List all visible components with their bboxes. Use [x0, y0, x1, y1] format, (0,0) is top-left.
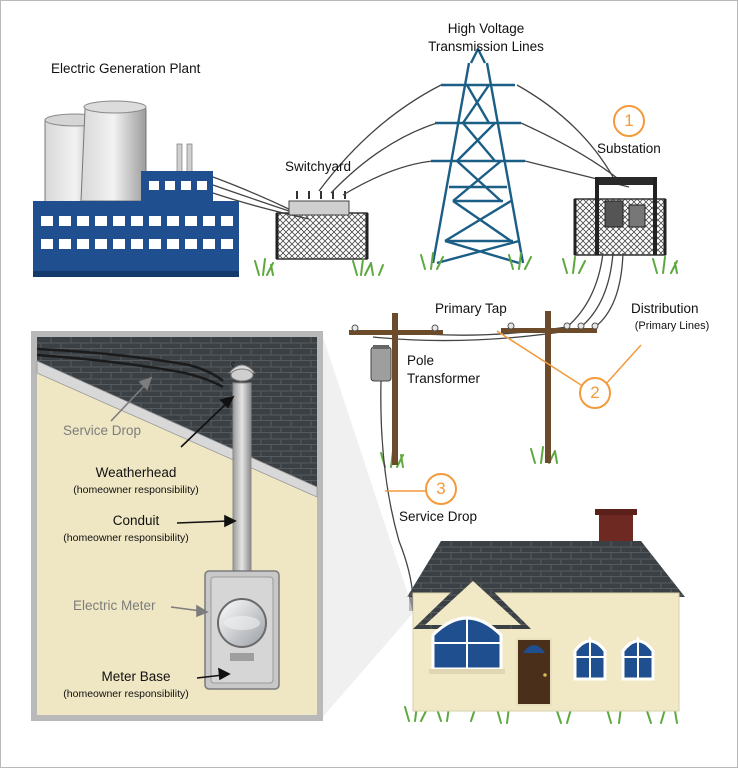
zoom-cone [321, 331, 413, 719]
conduit-responsibility: (homeowner responsibility) [63, 532, 189, 544]
hv-label-line2: Transmission Lines [428, 39, 544, 54]
distribution-lines [372, 252, 624, 342]
meter-base-label: Meter Base [101, 669, 171, 684]
switchyard-label: Switchyard [285, 159, 352, 174]
switchyard-icon [275, 191, 369, 260]
transmission-lines [318, 84, 630, 196]
callout-3-badge: 3 [425, 473, 457, 505]
primary-lines-label: (Primary Lines) [634, 320, 710, 332]
electric-meter-label: Electric Meter [73, 598, 156, 613]
meter-inset-panel [31, 331, 323, 721]
inset-arrows [176, 395, 237, 681]
substation-label: Substation [597, 141, 661, 156]
pole-transformer-icon [370, 345, 392, 382]
substation-icon [573, 177, 667, 256]
conduit-label: Conduit [112, 513, 160, 528]
utility-poles [349, 311, 599, 465]
grass-decoration [254, 252, 678, 724]
callout-1-badge: 1 [613, 105, 645, 137]
weatherhead-responsibility: (homeowner responsibility) [73, 484, 199, 496]
hv-label-line1: High Voltage [447, 21, 525, 36]
meter-base-responsibility: (homeowner responsibility) [63, 688, 189, 700]
service-drop-label: Service Drop [399, 509, 478, 524]
house-icon [407, 509, 685, 712]
transmission-tower-icon [431, 46, 525, 265]
pole-transformer-label-1: Pole [407, 353, 435, 368]
callout-leaders [385, 330, 642, 492]
distribution-label: Distribution [631, 301, 699, 316]
primary-tap-label: Primary Tap [435, 301, 507, 316]
inset-service-drop-label: Service Drop [63, 423, 142, 438]
pole-transformer-label-2: Transformer [407, 371, 481, 386]
service-drop-wire [380, 380, 414, 598]
generation-plant-icon [33, 100, 239, 277]
callout-2-badge: 2 [579, 377, 611, 409]
weatherhead-label: Weatherhead [95, 465, 177, 480]
plant-label: Electric Generation Plant [51, 61, 201, 76]
